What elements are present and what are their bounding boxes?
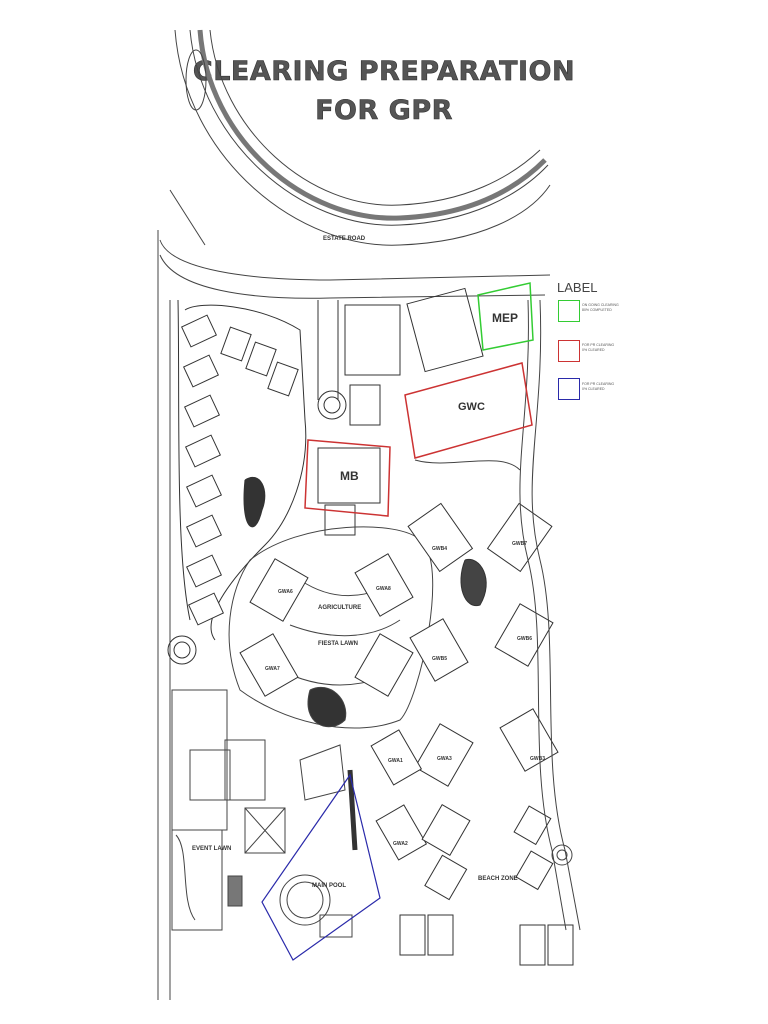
building-label: GWA2 [393,841,408,847]
legend-swatch-green [558,300,580,322]
building-label: GWB3 [530,756,545,762]
label-fiesta-lawn: FIESTA LAWN [318,641,358,647]
building-label: GWB7 [512,541,527,547]
label-agriculture: AGRICULTURE [318,605,361,611]
building-label: GWA7 [265,666,280,672]
legend-title: LABEL [557,280,598,295]
guest-wing-clusters [239,502,574,966]
map-title-line1: CLEARING PREPARATION [192,56,576,88]
label-gwc: GWC [458,401,485,413]
legend-swatch-red [558,340,580,362]
building-label: GWA6 [278,589,293,595]
pool-clearing-outline [261,773,381,961]
building-label: GWB4 [432,546,447,552]
building-label: GWA3 [437,756,452,762]
central-lawns [228,526,434,729]
event-lawn-area [171,689,358,938]
villa-row-left [167,299,307,665]
building-label: GWB5 [432,656,447,662]
main-building-area [317,287,484,536]
mep-clearing-outline [477,282,534,351]
label-beach-zone: BEACH ZONE [478,876,518,882]
building-label: GWB6 [517,636,532,642]
legend-swatch-blue [558,378,580,400]
mb-clearing-outline [304,439,391,517]
service-roads [414,299,581,931]
label-mep: MEP [492,311,518,325]
gwc-clearing-outline [404,362,533,459]
label-mb: MB [340,469,359,483]
label-event-lawn: EVENT LAWN [192,846,231,852]
label-main-pool: MAIN POOL [312,883,346,889]
map-title-line2: FOR GPR [315,95,453,127]
label-estate-road: ESTATE ROAD [323,236,366,242]
building-label: GWA1 [388,758,403,764]
building-label: GWA8 [376,586,391,592]
estate-road-curve [157,29,551,1000]
